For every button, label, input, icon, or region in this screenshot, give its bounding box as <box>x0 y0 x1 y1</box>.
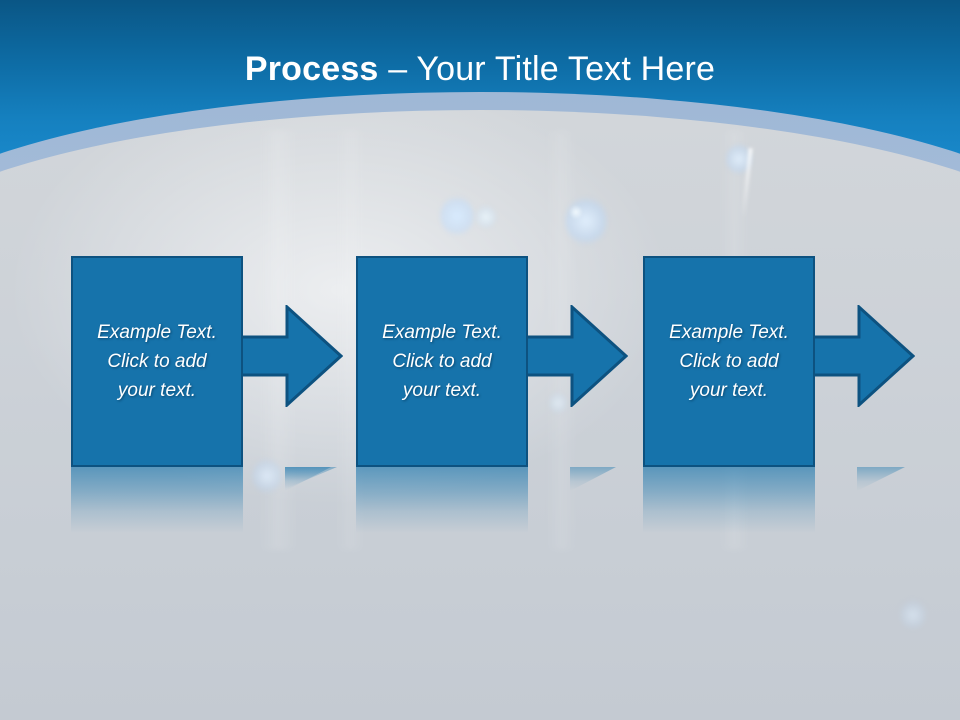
step-1-box[interactable]: Example Text. Click to add your text. <box>71 256 243 467</box>
step-2-box[interactable]: Example Text. Click to add your text. <box>356 256 528 467</box>
arrow-right-icon <box>809 305 915 407</box>
arrow-right-icon <box>522 305 628 407</box>
step-3-reflection <box>643 467 815 539</box>
title-bold-part: Process <box>244 50 379 88</box>
step-3-box[interactable]: Example Text. Click to add your text. <box>643 256 815 467</box>
step-2-label: Example Text. Click to add your text. <box>382 322 502 401</box>
step-1-arrow-reflection <box>243 467 337 491</box>
step-1-reflection <box>71 467 243 539</box>
step-1-label: Example Text. Click to add your text. <box>97 322 217 401</box>
title-rest-part: – Your Title Text Here <box>378 50 716 88</box>
step-2-arrow-reflection <box>528 467 616 491</box>
step-2-reflection <box>356 467 528 539</box>
step-3-label: Example Text. Click to add your text. <box>669 322 789 401</box>
step-3-arrow-reflection <box>815 467 905 491</box>
arrow-right-icon <box>237 305 343 407</box>
slide-title: Process – Your Title Text Here <box>0 48 960 90</box>
